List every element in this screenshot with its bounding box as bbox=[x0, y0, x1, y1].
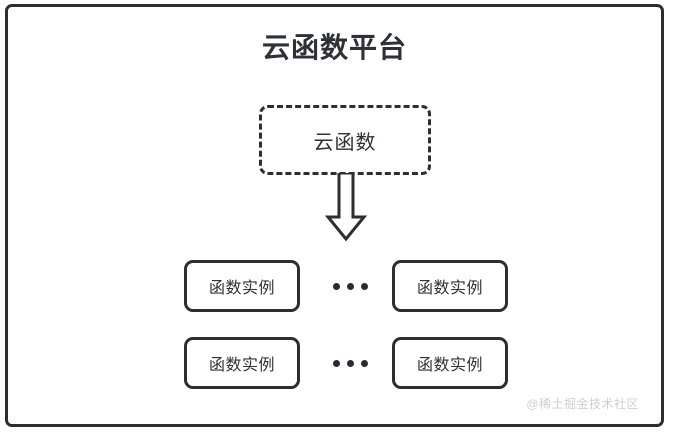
down-block-arrow-icon bbox=[324, 171, 368, 243]
cloud-function-label: 云函数 bbox=[313, 131, 377, 154]
function-instance-label: 函数实例 bbox=[208, 280, 275, 297]
cloud-function-platform-frame: 云函数平台 云函数 函数实例 函数实例 函数实例 bbox=[5, 4, 664, 427]
ellipsis-dot bbox=[360, 282, 368, 290]
ellipsis-dot bbox=[332, 359, 340, 367]
ellipsis-dot bbox=[332, 282, 340, 290]
function-instance-label: 函数实例 bbox=[208, 357, 275, 374]
ellipsis-dot bbox=[346, 282, 354, 290]
page-title: 云函数平台 bbox=[261, 32, 407, 63]
ellipsis-icon bbox=[316, 337, 384, 389]
function-instance-box[interactable]: 函数实例 bbox=[392, 260, 508, 312]
function-instance-box[interactable]: 函数实例 bbox=[184, 260, 300, 312]
function-instance-box[interactable]: 函数实例 bbox=[184, 337, 300, 389]
function-instance-label: 函数实例 bbox=[416, 357, 483, 374]
function-instance-label: 函数实例 bbox=[416, 280, 483, 297]
instance-row-1: 函数实例 函数实例 bbox=[8, 260, 661, 312]
watermark: @稀土掘金技术社区 bbox=[526, 397, 639, 411]
instance-row-2: 函数实例 函数实例 bbox=[8, 337, 661, 389]
ellipsis-icon bbox=[316, 260, 384, 312]
ellipsis-dot bbox=[346, 359, 354, 367]
ellipsis-dot bbox=[360, 359, 368, 367]
function-instance-box[interactable]: 函数实例 bbox=[392, 337, 508, 389]
cloud-function-node[interactable]: 云函数 bbox=[259, 105, 431, 175]
